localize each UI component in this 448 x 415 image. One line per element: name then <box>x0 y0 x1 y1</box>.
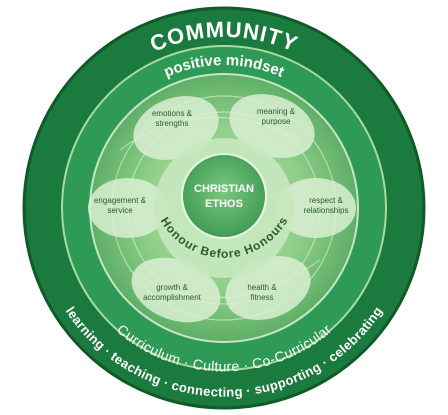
petal-5-line1: engagement & <box>94 196 147 205</box>
petal-4-line1: growth & <box>156 283 188 292</box>
petal-3-line1: health & <box>247 283 277 292</box>
petal-3-line2: fitness <box>250 293 273 302</box>
petal-respect <box>276 178 356 238</box>
petal-2-line2: relationships <box>304 206 349 215</box>
petal-meaning <box>229 94 315 158</box>
petal-1-line1: meaning & <box>257 107 296 116</box>
petal-engagement <box>88 178 168 238</box>
petal-0-line1: emotions & <box>152 109 193 118</box>
petal-group <box>88 94 356 323</box>
petal-1-line2: purpose <box>262 117 291 126</box>
center-disc <box>181 153 267 239</box>
petal-5-line2: service <box>107 206 133 215</box>
petal-4-line2: accomplishment <box>143 293 202 302</box>
center-title-line2: ETHOS <box>205 198 243 210</box>
center-title-line1: CHRISTIAN <box>194 183 254 195</box>
petal-2-line1: respect & <box>309 196 343 205</box>
petal-growth <box>131 257 221 323</box>
petal-0-line2: strengths <box>156 119 189 128</box>
